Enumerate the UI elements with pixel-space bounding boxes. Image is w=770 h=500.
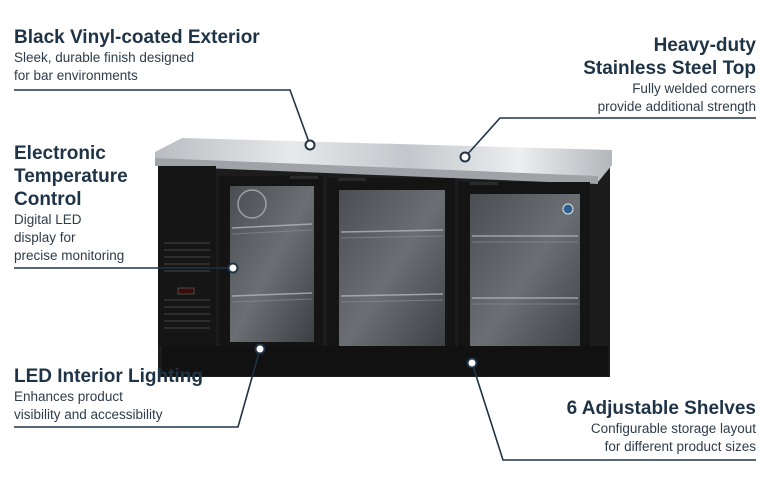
shelves-desc-line1: Configurable storage layout <box>590 421 756 436</box>
compressor-panel <box>158 166 216 346</box>
leader-top <box>464 117 756 158</box>
callout-top: Heavy-duty Stainless Steel Top Fully wel… <box>583 34 756 116</box>
lighting-title: LED Interior Lighting <box>14 366 203 387</box>
shelves-desc-line2: for different product sizes <box>604 439 756 454</box>
marker-exterior <box>304 139 316 151</box>
top-desc-line1: Fully welded corners <box>632 81 756 96</box>
top-desc-line2: provide additional strength <box>597 99 756 114</box>
exterior-title: Black Vinyl-coated Exterior <box>14 27 260 48</box>
lighting-desc-line1: Enhances product <box>14 389 123 404</box>
stainless-top <box>155 138 612 182</box>
leader-exterior <box>14 89 311 146</box>
temperature-desc-line2: display for <box>14 230 76 245</box>
brand-badge-icon <box>562 203 574 215</box>
temperature-title-line3: Control <box>14 189 82 210</box>
marker-top <box>459 151 471 163</box>
callout-lighting: LED Interior Lighting Enhances product v… <box>14 365 203 424</box>
temperature-desc-line3: precise monitoring <box>14 248 125 263</box>
temperature-title-line2: Temperature <box>14 166 128 187</box>
temperature-title-line1: Electronic <box>14 143 106 164</box>
callout-temperature: Electronic Temperature Control Digital L… <box>14 142 128 265</box>
marker-temperature <box>227 262 239 274</box>
leader-shelves <box>471 362 756 461</box>
marker-shelves <box>466 357 478 369</box>
exterior-desc-line2: for bar environments <box>14 68 138 83</box>
exterior-desc-line1: Sleek, durable finish designed <box>14 50 195 65</box>
callout-shelves: 6 Adjustable Shelves Configurable storag… <box>567 397 756 456</box>
glass-door-2 <box>327 178 455 364</box>
top-title-line1: Heavy-duty <box>653 35 756 56</box>
lighting-desc-line2: visibility and accessibility <box>14 407 163 422</box>
shelves-title: 6 Adjustable Shelves <box>566 398 756 419</box>
temperature-desc-line1: Digital LED <box>14 212 82 227</box>
interior-shelves <box>231 223 578 299</box>
marker-lighting <box>254 343 266 355</box>
top-title-line2: Stainless Steel Top <box>583 58 756 79</box>
callout-exterior: Black Vinyl-coated Exterior Sleek, durab… <box>14 26 260 85</box>
glass-door-1 <box>219 176 323 354</box>
glass-door-3 <box>458 182 590 372</box>
evaporator-fan-icon <box>237 189 267 219</box>
led-display <box>177 287 195 295</box>
leader-lighting <box>14 348 261 428</box>
